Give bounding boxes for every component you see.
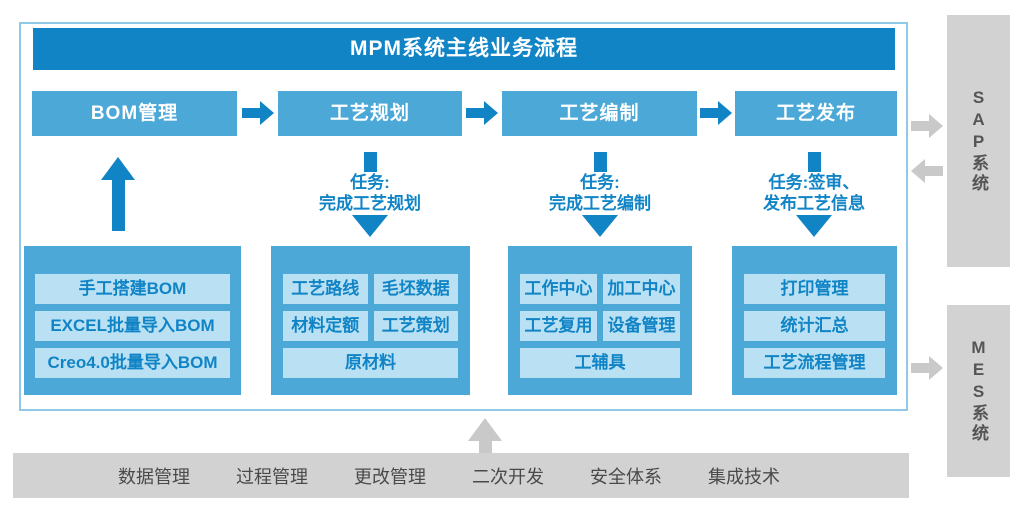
- arrow-head: [718, 101, 732, 125]
- task-arrow-authoring: 任务: 完成工艺编制: [510, 152, 690, 237]
- foundation-item: 二次开发: [472, 466, 544, 487]
- function-item: 工艺流程管理: [744, 348, 885, 378]
- diagram-title: MPM系统主线业务流程: [33, 28, 895, 70]
- arrow-shaft: [925, 166, 943, 176]
- foundation-up-arrow-icon: [468, 418, 502, 453]
- arrow-head: [582, 215, 618, 237]
- function-item: 原材料: [283, 348, 458, 378]
- planning-function-group: 工艺路线 毛坯数据 材料定额 工艺策划 原材料: [271, 246, 470, 395]
- function-item: 设备管理: [603, 311, 680, 341]
- arrow-shaft: [593, 152, 607, 172]
- sap-system-box: SAP系统: [947, 15, 1010, 267]
- arrow-head: [484, 101, 498, 125]
- release-function-group: 打印管理 统计汇总 工艺流程管理: [732, 246, 897, 395]
- arrow-head: [911, 159, 925, 183]
- task-label-line1: 任务:: [580, 173, 620, 192]
- bom-function-group: 手工搭建BOM EXCEL批量导入BOM Creo4.0批量导入BOM: [24, 246, 241, 395]
- task-label-line1: 任务:: [350, 173, 390, 192]
- task-label-line1: 任务:签审、: [768, 173, 860, 192]
- arrow-shaft: [807, 152, 821, 172]
- function-item: 统计汇总: [744, 311, 885, 341]
- arrow-shaft: [466, 108, 484, 118]
- function-item: 工辅具: [520, 348, 680, 378]
- function-item: 打印管理: [744, 274, 885, 304]
- arrow-shaft: [478, 441, 492, 453]
- task-arrow-release: 任务:签审、 发布工艺信息: [724, 152, 904, 237]
- arrow-head: [468, 418, 502, 441]
- task-arrow-planning: 任务: 完成工艺规划: [280, 152, 460, 237]
- function-item: 工作中心: [520, 274, 597, 304]
- foundation-item: 更改管理: [354, 466, 426, 487]
- arrow-shaft: [911, 121, 929, 131]
- arrow-head: [929, 114, 943, 138]
- arrow-head: [796, 215, 832, 237]
- task-label-line2: 发布工艺信息: [763, 194, 865, 213]
- arrow-shaft: [242, 108, 260, 118]
- stage-box-planning: 工艺规划: [278, 91, 462, 136]
- foundation-item: 集成技术: [708, 466, 780, 487]
- arrow-head: [352, 215, 388, 237]
- flow-arrow-right-icon: [242, 101, 274, 125]
- function-item: EXCEL批量导入BOM: [35, 311, 230, 341]
- arrow-shaft: [111, 180, 125, 231]
- function-item: 毛坯数据: [373, 274, 458, 304]
- function-item: 工艺策划: [373, 311, 458, 341]
- function-item: Creo4.0批量导入BOM: [35, 348, 230, 378]
- arrow-shaft: [363, 152, 377, 172]
- flow-arrow-right-icon: [466, 101, 498, 125]
- to-mes-arrow-icon: [911, 356, 943, 380]
- stage-box-bom: BOM管理: [32, 91, 237, 136]
- from-sap-arrow-icon: [911, 159, 943, 183]
- function-item: 工艺复用: [520, 311, 597, 341]
- function-item: 加工中心: [603, 274, 680, 304]
- foundation-item: 安全体系: [590, 466, 662, 487]
- foundation-item: 数据管理: [118, 466, 190, 487]
- function-item: 工艺路线: [283, 274, 368, 304]
- authoring-function-group: 工作中心 加工中心 工艺复用 设备管理 工辅具: [508, 246, 692, 395]
- function-item: 手工搭建BOM: [35, 274, 230, 304]
- arrow-shaft: [911, 363, 929, 373]
- arrow-head: [260, 101, 274, 125]
- foundation-bar: 数据管理 过程管理 更改管理 二次开发 安全体系 集成技术: [13, 453, 909, 498]
- arrow-head: [929, 356, 943, 380]
- task-label-line2: 完成工艺编制: [549, 194, 651, 213]
- function-item: 材料定额: [283, 311, 368, 341]
- stage-box-release: 工艺发布: [735, 91, 897, 136]
- to-sap-arrow-icon: [911, 114, 943, 138]
- mes-system-label: MES系统: [969, 338, 988, 444]
- arrow-shaft: [700, 108, 718, 118]
- mes-system-box: MES系统: [947, 305, 1010, 477]
- flow-arrow-right-icon: [700, 101, 732, 125]
- foundation-item: 过程管理: [236, 466, 308, 487]
- task-label-line2: 完成工艺规划: [319, 194, 421, 213]
- arrow-head: [101, 157, 135, 180]
- stage-box-authoring: 工艺编制: [502, 91, 697, 136]
- sap-system-label: SAP系统: [969, 88, 988, 194]
- bom-up-arrow-icon: [101, 157, 135, 231]
